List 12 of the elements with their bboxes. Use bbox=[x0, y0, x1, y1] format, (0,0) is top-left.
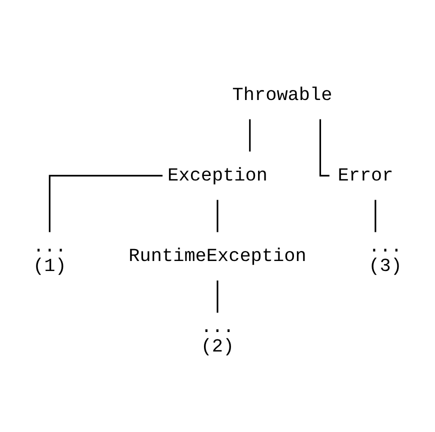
connector bbox=[48, 174, 163, 232]
node-text: ... (2) bbox=[200, 316, 234, 358]
node-text: ... (3) bbox=[368, 236, 402, 278]
node-text: Exception bbox=[168, 166, 268, 187]
connector bbox=[216, 200, 218, 232]
node-text: ... (1) bbox=[33, 236, 66, 278]
connector bbox=[249, 119, 251, 152]
node-text: Error bbox=[338, 166, 394, 187]
node-text: RuntimeException bbox=[128, 246, 306, 268]
connector bbox=[216, 280, 218, 313]
node-text: Throwable bbox=[232, 84, 332, 106]
connector bbox=[374, 200, 376, 232]
